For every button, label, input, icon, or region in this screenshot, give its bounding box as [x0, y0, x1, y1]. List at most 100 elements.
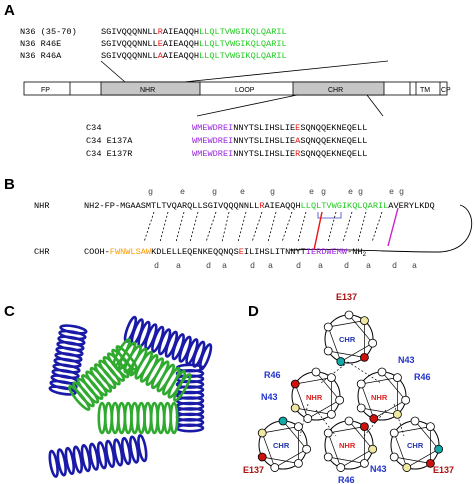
peptide-name: N36 R46E: [20, 39, 61, 49]
wheel-residue-dot: [270, 463, 280, 472]
residue-label-r46: R46: [338, 475, 355, 484]
panel-label-a: A: [4, 2, 15, 19]
chr-sequence: COOH-FWNWLSAWKDLELLEQENKEQQNQSEILIHSLITN…: [84, 247, 367, 258]
wheel-residue-dot: [389, 452, 399, 462]
heptad-letter: e: [309, 187, 314, 197]
heptad-letter: g: [321, 187, 326, 197]
heptad-letter: g: [270, 187, 275, 197]
wheel-residue-dot: [336, 357, 346, 366]
peptide-name: C34 E137A: [86, 136, 133, 146]
heptad-letter: g: [212, 187, 217, 197]
heptad-letter: e: [348, 187, 353, 197]
wheel-residue-dot: [290, 403, 300, 413]
panel-label-c: C: [4, 303, 15, 320]
wheel-core-label-chr: CHR: [273, 441, 290, 450]
panel-label-d: D: [248, 303, 259, 320]
heptad-letter: a: [318, 261, 323, 271]
residue-label-r46: R46: [264, 370, 281, 380]
helix-coil: [97, 401, 179, 435]
wheel-core-label-nhr: NHR: [371, 393, 388, 402]
peptide-name: N36 (35-70): [20, 27, 77, 37]
wheel-residue-dot: [360, 352, 369, 362]
heptad-letter: a: [366, 261, 371, 271]
domain-label-cp: CP: [441, 87, 451, 94]
projection-line: [366, 94, 384, 117]
heptad-letter: a: [222, 261, 227, 271]
wheel-residue-dot: [327, 373, 336, 383]
domain-label-tm: TM: [420, 87, 430, 94]
wheel-residue-dot: [344, 416, 354, 426]
heptad-letter: g: [358, 187, 363, 197]
nhr-label: NHR: [34, 201, 49, 211]
wheel-residue-dot: [426, 422, 435, 432]
projection-line: [100, 60, 126, 83]
peptide-row-n36-r46e: N36 R46E SGIVQQQNNLLEAIEAQQHLLQLTVWGIKQL…: [20, 39, 287, 49]
nhr-domain-block: [100, 81, 201, 96]
c34-peptide-list: C34 WMEWDREINNYTSLIHSLIEESQNQQEKNEQELL C…: [86, 123, 367, 159]
heptad-letter: g: [148, 187, 153, 197]
chr-domain-block: [292, 81, 385, 96]
wheel-residue-dot: [257, 428, 267, 438]
interaction-bracket: [317, 212, 342, 219]
wheel-residue-dot: [410, 416, 420, 426]
heptad-letter: d: [250, 261, 255, 271]
helical-wheel-nhr-left: [290, 367, 345, 423]
salt-bridge-line-magenta: [387, 207, 399, 247]
wheel-residue-dot: [344, 310, 354, 320]
wheel-residue-dot: [335, 395, 345, 405]
wheel-residue-dot: [294, 422, 303, 432]
residue-label-e137: E137: [243, 465, 264, 475]
projection-line: [183, 60, 389, 83]
helical-wheel-chr-right: [389, 416, 444, 472]
residue-label-r46: R46: [414, 372, 431, 382]
peptide-sequence: WMEWDREINNYTSLIHSLIEASQNQQEKNEQELL: [192, 136, 367, 146]
helical-wheel-nhr-bottom: [323, 416, 378, 472]
domain-label-loop: LOOP: [235, 87, 255, 94]
wheel-residue-dot: [389, 428, 399, 438]
helix-coil: [68, 345, 138, 411]
wheel-core-label-chr: CHR: [339, 335, 356, 344]
wheel-residue-dot: [323, 452, 333, 462]
helical-wheel-chr-top: [323, 310, 378, 366]
peptide-name: C34: [86, 123, 101, 133]
heptad-letter: a: [268, 261, 273, 271]
domain-label-chr: CHR: [328, 87, 343, 94]
peptide-row-c34-e137r: C34 E137R WMEWDREINNYTSLIHSLIERSQNQQEKNE…: [86, 149, 367, 159]
wheel-core-label-chr: CHR: [407, 441, 424, 450]
peptide-row-n36-r46a: N36 R46A SGIVQQQNNLLAAIEAQQHLLQLTVWGIKQL…: [20, 51, 287, 61]
wheel-core-label-nhr: NHR: [306, 393, 323, 402]
domain-label-fp: FP: [41, 87, 50, 94]
wheel-residue-dot: [401, 395, 411, 405]
heptad-letter: a: [412, 261, 417, 271]
heptad-interaction-lines: [143, 211, 383, 243]
peptide-name: C34 E137R: [86, 149, 132, 159]
helical-wheel-nhr-right: [356, 367, 411, 423]
residue-label-e137: E137: [433, 465, 454, 475]
wheel-residue-dot: [356, 403, 366, 413]
wheel-residue-dot: [323, 322, 333, 332]
domain-label-nhr: NHR: [140, 87, 155, 94]
gp41-domain-bar: FP NHR LOOP CHR TM CP: [23, 81, 451, 96]
peptide-sequence: WMEWDREINNYTSLIHSLIEESQNQQEKNEQELL: [192, 123, 367, 133]
panel-label-b: B: [4, 176, 15, 193]
six-helix-bundle-image: [48, 315, 213, 478]
residue-label-n43: N43: [398, 355, 415, 365]
wheel-residue-dot: [368, 338, 378, 348]
n36-peptide-list: N36 (35-70) SGIVQQQNNLLRAIEAQQHLLQLTVWGI…: [20, 27, 287, 61]
heptad-letter: d: [206, 261, 211, 271]
peptide-row-c34-e137a: C34 E137A WMEWDREINNYTSLIHSLIEASQNQQEKNE…: [86, 136, 367, 146]
residue-label-n43: N43: [261, 392, 278, 402]
heptad-letter: e: [180, 187, 185, 197]
wheel-residue-dot: [360, 458, 369, 468]
wheel-residue-dot: [303, 414, 313, 423]
heptad-bottom-row: d a d a d a d a d a d a: [154, 261, 417, 271]
wheel-residue-dot: [278, 416, 288, 426]
wheel-residue-dot: [336, 463, 346, 472]
residue-label-n43: N43: [370, 464, 387, 474]
wheel-residue-dot: [294, 458, 303, 468]
wheel-residue-dot: [257, 452, 267, 462]
wheel-residue-dot: [369, 414, 379, 423]
wheel-residue-dot: [377, 367, 387, 377]
salt-bridge-line-red: [313, 211, 323, 251]
